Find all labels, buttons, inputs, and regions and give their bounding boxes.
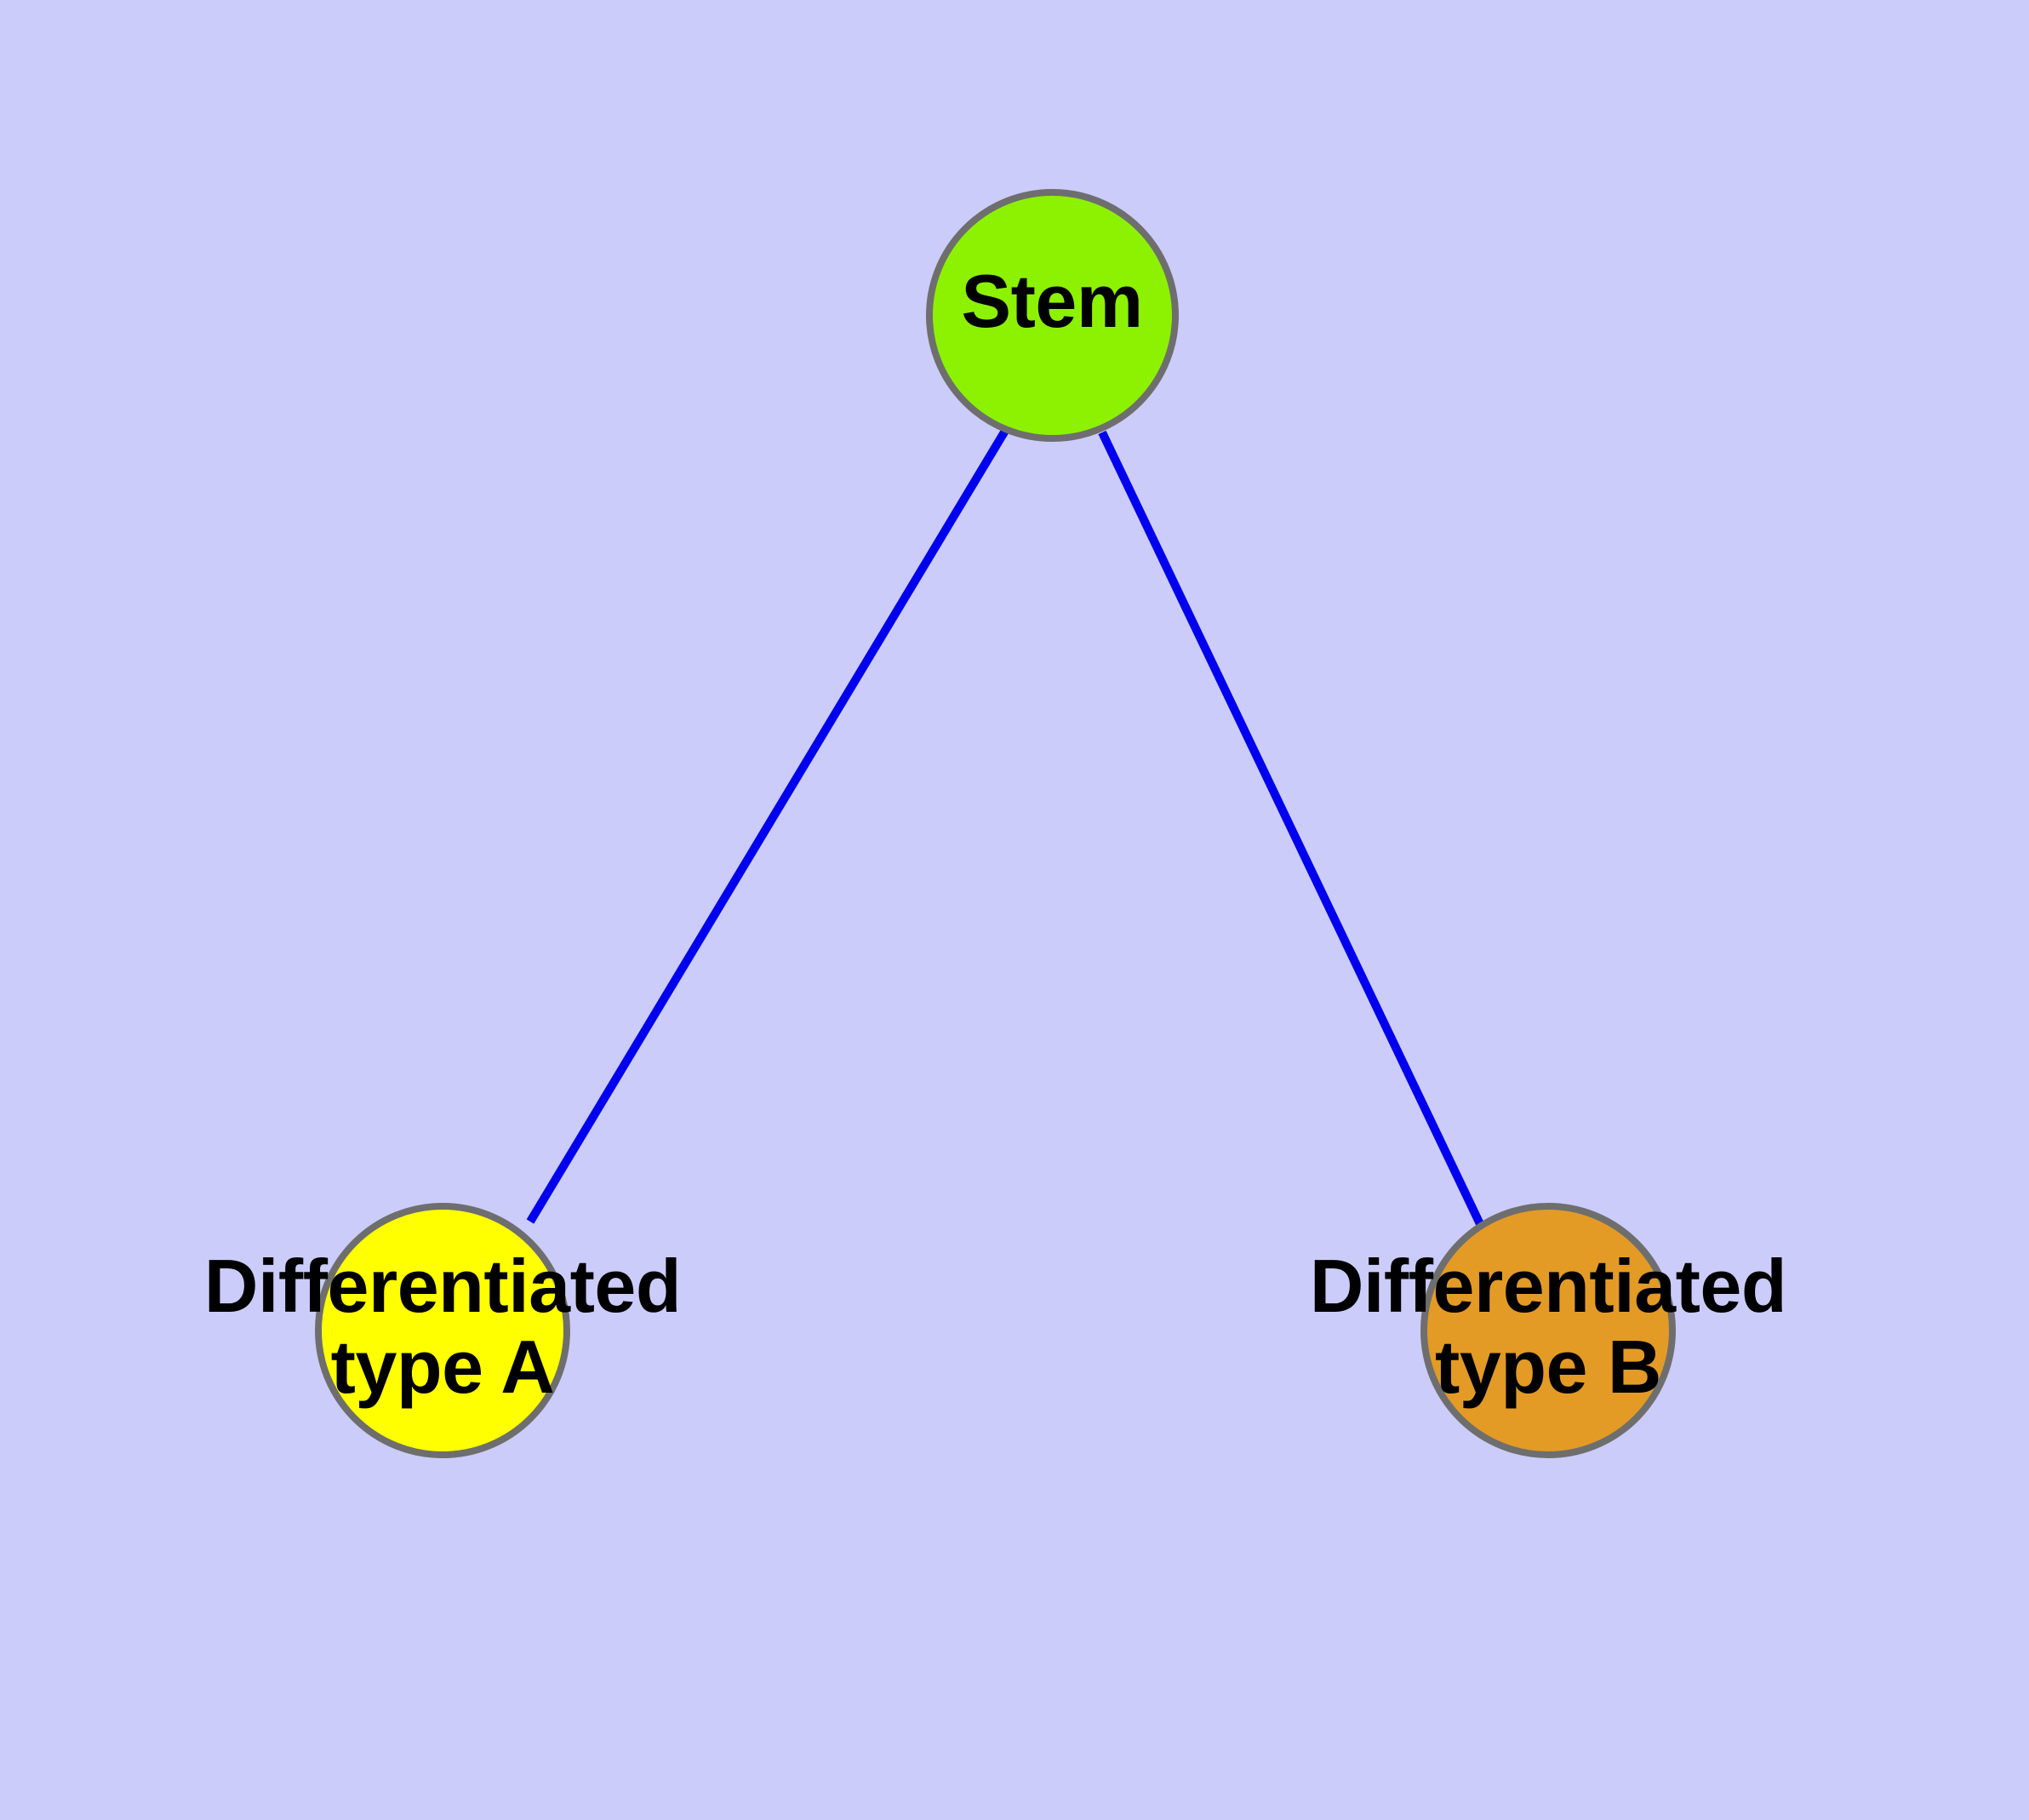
edge-stem-to-differentiated-type-a	[526, 428, 1009, 1224]
node-differentiated-type-b[interactable]	[1420, 1203, 1676, 1458]
node-stem[interactable]	[926, 189, 1179, 442]
edge-stem-to-differentiated-type-b	[1098, 430, 1485, 1228]
node-differentiated-type-a[interactable]	[315, 1203, 570, 1458]
